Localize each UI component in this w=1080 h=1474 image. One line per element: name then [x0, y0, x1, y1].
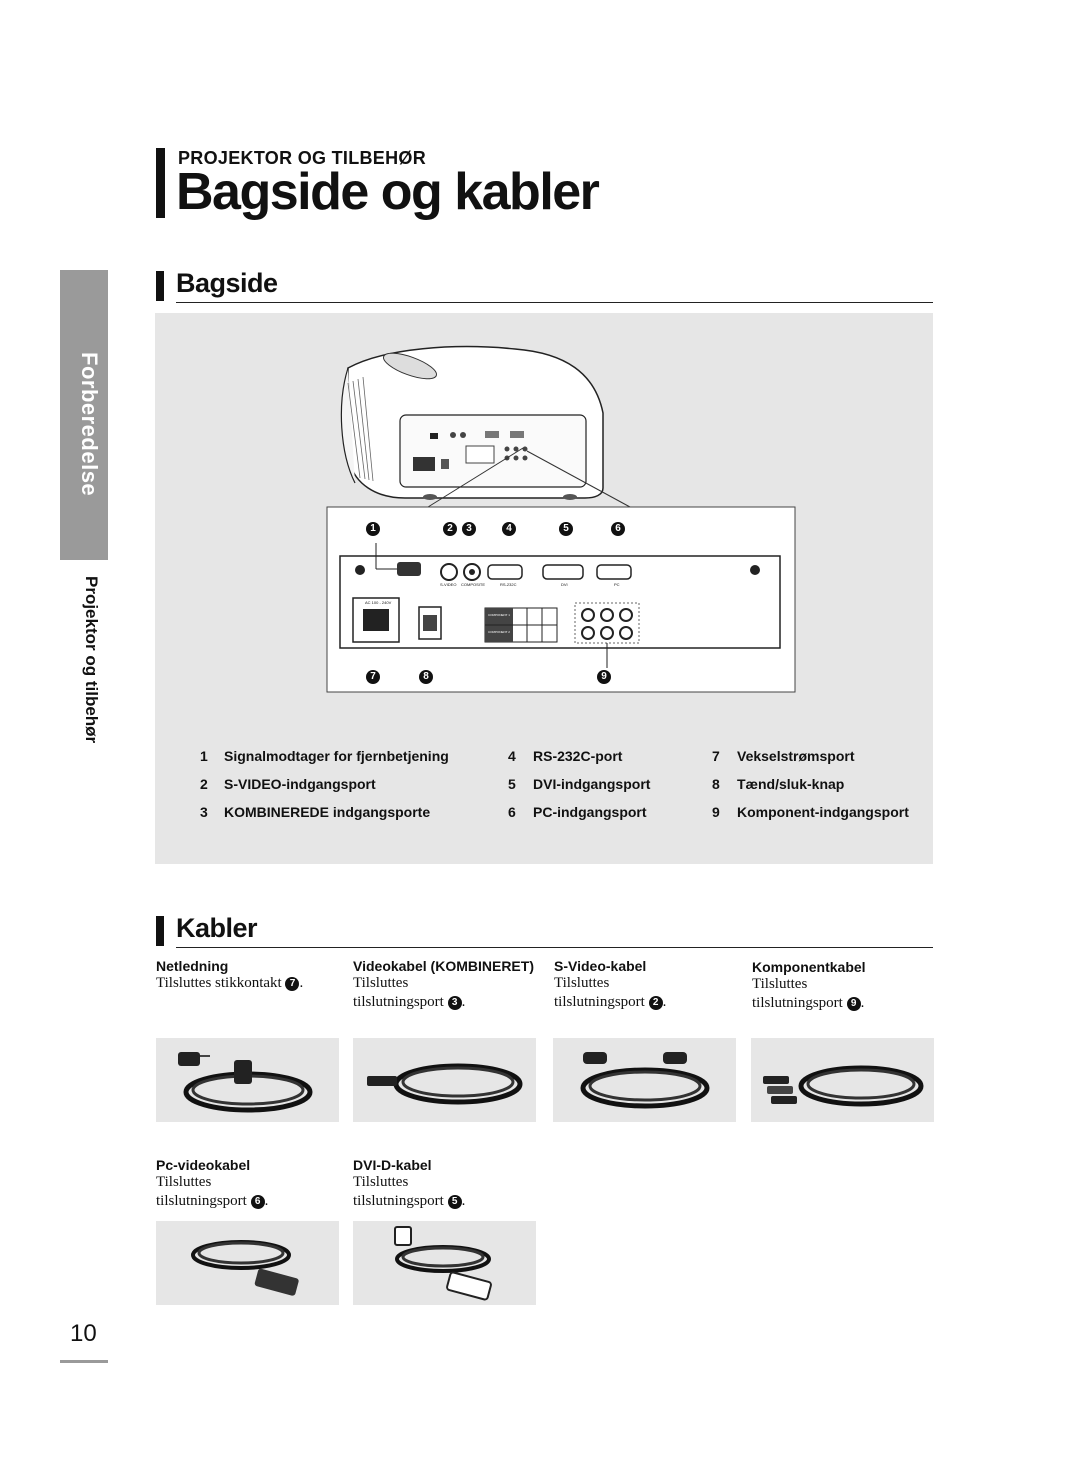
heading-rule — [176, 302, 933, 303]
cable-title: Pc-videokabel — [156, 1157, 251, 1173]
cable-desc: tilslutningsport — [554, 994, 645, 1010]
port-ref: 2 — [648, 995, 663, 1010]
legend-label: Vekselstrømsport — [737, 748, 855, 764]
page-number-rule — [60, 1360, 108, 1363]
panel-label-pc: PC — [614, 582, 620, 587]
legend-num: 1 — [200, 748, 208, 764]
port-ref: 6 — [250, 1194, 265, 1209]
legend-label: PC-indgangsport — [533, 804, 647, 820]
legend-label: S-VIDEO-indgangsport — [224, 776, 376, 792]
callout-1: 1 — [366, 520, 380, 538]
side-tab — [60, 270, 108, 560]
cable-desc: Tilsluttes — [752, 976, 808, 992]
panel-label-component2: COMPONENT 2 — [488, 630, 510, 634]
page-number: 10 — [70, 1320, 97, 1347]
legend-num: 9 — [712, 804, 720, 820]
cable-entry: DVI-D-kabel Tilsluttes tilslutningsport … — [353, 1157, 543, 1211]
callout-2: 2 — [443, 520, 457, 538]
port-ref: 9 — [846, 996, 861, 1011]
legend-num: 3 — [200, 804, 208, 820]
section-kicker: PROJEKTOR OG TILBEHØR — [178, 148, 426, 168]
callout-7: 7 — [366, 668, 380, 686]
cable-desc: Tilsluttes — [156, 1174, 212, 1190]
heading-kabler: Kabler — [176, 913, 258, 943]
callout-9: 9 — [597, 668, 611, 686]
panel-label-dvi: DVI — [561, 582, 568, 587]
legend-num: 4 — [508, 748, 516, 764]
cable-title: Netledning — [156, 958, 229, 974]
legend-label: Tænd/sluk-knap — [737, 776, 845, 792]
heading-bagside: Bagside — [176, 268, 278, 298]
pc-video-cable-image — [156, 1221, 339, 1305]
cable-title: Komponentkabel — [752, 959, 866, 975]
legend-label: KOMBINEREDE indgangsporte — [224, 804, 431, 820]
panel-label-svideo: S-VIDEO — [440, 582, 457, 587]
cable-entry: Netledning Tilsluttes stikkontakt 7. — [156, 958, 346, 993]
cable-title: S-Video-kabel — [554, 958, 647, 974]
legend-label: RS-232C-port — [533, 748, 623, 764]
callout-4: 4 — [502, 520, 516, 538]
panel-label-component1: COMPONENT 1 — [488, 613, 510, 617]
cable-desc: tilslutningsport — [353, 1193, 444, 1209]
callout-3: 3 — [462, 520, 476, 538]
composite-cable-image — [353, 1038, 536, 1122]
heading-marker — [156, 271, 164, 301]
callout-6: 6 — [611, 520, 625, 538]
cable-entry: Pc-videokabel Tilsluttes tilslutningspor… — [156, 1157, 346, 1211]
cable-entry: Videokabel (KOMBINERET) Tilsluttes tilsl… — [353, 958, 553, 1012]
callout-8: 8 — [419, 668, 433, 686]
panel-label-composite: COMPOSITE — [461, 582, 486, 587]
legend-num: 6 — [508, 804, 516, 820]
port-ref: 7 — [285, 976, 300, 991]
cable-title: DVI-D-kabel — [353, 1157, 432, 1173]
cable-desc: Tilsluttes stikkontakt — [156, 975, 282, 991]
side-tab-sub-label: Projektor og tilbehør — [82, 576, 101, 744]
port-ref: 3 — [447, 995, 462, 1010]
cable-desc: tilslutningsport — [752, 995, 843, 1011]
legend-num: 5 — [508, 776, 516, 792]
callout-5: 5 — [559, 520, 573, 538]
title-bar-marker — [156, 148, 165, 218]
heading-rule — [176, 947, 933, 948]
legend-label: Signalmodtager for fjernbetjening — [224, 748, 449, 764]
cable-desc: Tilsluttes — [554, 975, 610, 991]
power-cable-image — [156, 1038, 339, 1122]
svideo-cable-image — [553, 1038, 736, 1122]
cable-entry: S-Video-kabel Tilsluttes tilslutningspor… — [554, 958, 744, 1012]
legend-num: 2 — [200, 776, 208, 792]
cable-title: Videokabel (KOMBINERET) — [353, 958, 534, 974]
cable-entry: Komponentkabel Tilsluttes tilslutningspo… — [752, 959, 932, 1013]
panel-label-ac: AC 100 - 240V — [365, 600, 392, 605]
legend-label: Komponent-indgangsport — [737, 804, 909, 820]
dvi-cable-image — [353, 1221, 536, 1305]
component-cable-image — [751, 1038, 934, 1122]
cable-desc: tilslutningsport — [156, 1193, 247, 1209]
projector-rear-diagram — [326, 345, 796, 693]
heading-marker — [156, 916, 164, 946]
legend-num: 8 — [712, 776, 720, 792]
cable-desc: Tilsluttes — [353, 1174, 409, 1190]
cable-desc: tilslutningsport — [353, 994, 444, 1010]
panel-label-rs232c: RS-232C — [500, 582, 517, 587]
port-ref: 5 — [447, 1194, 462, 1209]
legend-label: DVI-indgangsport — [533, 776, 651, 792]
page-title: Bagside og kabler — [176, 163, 600, 221]
cable-desc: Tilsluttes — [353, 975, 409, 991]
side-tab-main-label: Forberedelse — [77, 352, 102, 497]
legend-num: 7 — [712, 748, 720, 764]
